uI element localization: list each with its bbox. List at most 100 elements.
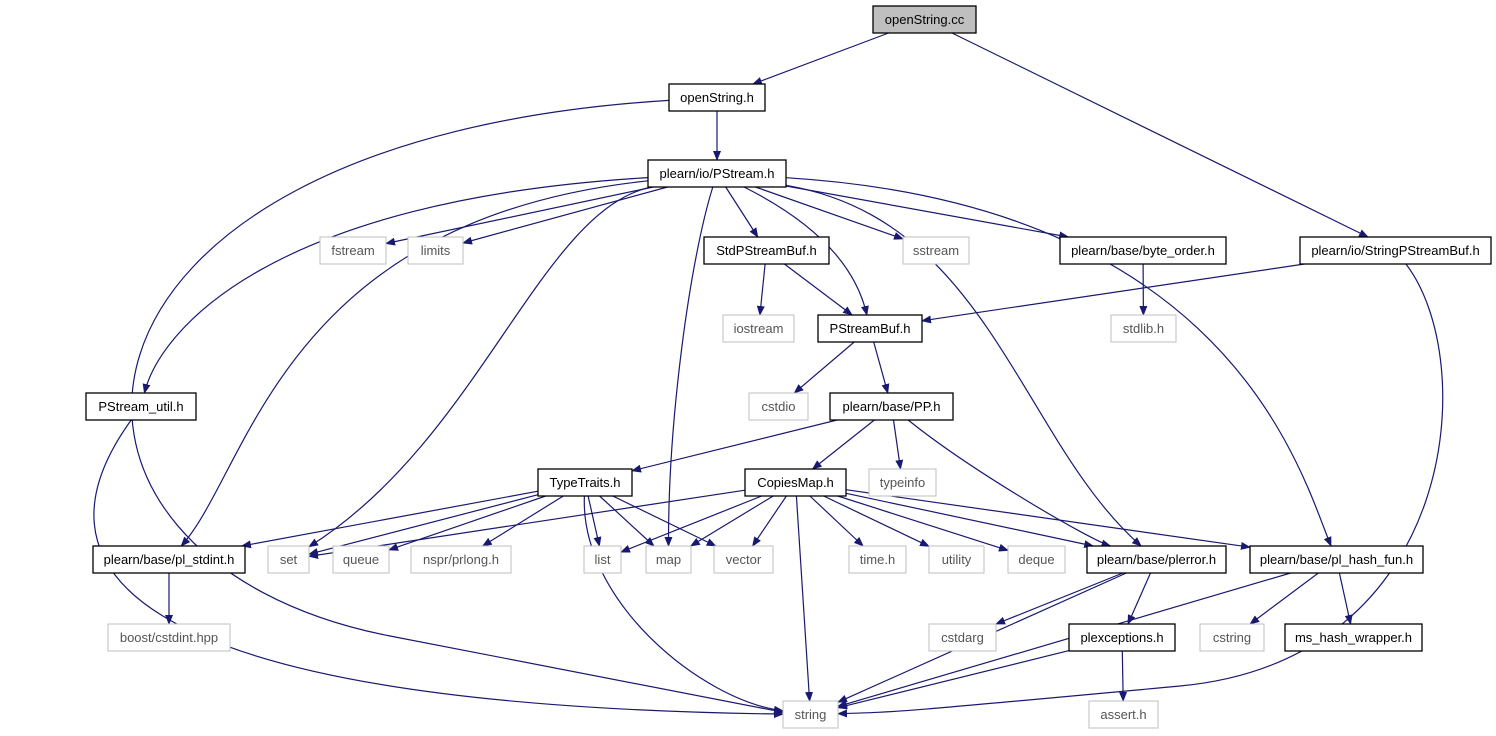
edge-stringPStreamBuf-to-string bbox=[837, 263, 1444, 718]
node-box bbox=[848, 545, 907, 574]
node-label: openString.h bbox=[680, 90, 754, 105]
node-box bbox=[1068, 623, 1176, 652]
node-cstdio: cstdio bbox=[748, 392, 809, 421]
node-box bbox=[829, 392, 954, 421]
node-plHashFun[interactable]: plearn/base/pl_hash_fun.h bbox=[1249, 545, 1424, 574]
node-box bbox=[703, 236, 830, 265]
node-cstdarg: cstdarg bbox=[928, 623, 997, 652]
node-box bbox=[713, 545, 774, 574]
edge-copiesMap-to-utility bbox=[823, 495, 930, 547]
edge-copiesMap-to-map bbox=[689, 495, 774, 547]
dependency-edges bbox=[93, 32, 1444, 718]
node-copiesMap[interactable]: CopiesMap.h bbox=[744, 468, 847, 497]
node-byteOrder[interactable]: plearn/base/byte_order.h bbox=[1059, 236, 1227, 265]
node-box bbox=[319, 236, 387, 265]
node-label: stdlib.h bbox=[1123, 321, 1164, 336]
node-box bbox=[107, 623, 231, 652]
edge-pp-to-plerror bbox=[907, 419, 1112, 548]
node-pstreamBufH[interactable]: PStreamBuf.h bbox=[817, 314, 923, 343]
edge-pstreamH-to-plHashFun bbox=[785, 177, 1332, 547]
node-pp[interactable]: plearn/base/PP.h bbox=[829, 392, 954, 421]
edge-pstreamH-to-set bbox=[308, 186, 652, 548]
node-box bbox=[85, 392, 197, 421]
edge-stdPStreamBuf-to-iostream bbox=[756, 263, 766, 316]
edge-pp-to-typeinfo bbox=[892, 419, 904, 470]
node-assertH: assert.h bbox=[1088, 700, 1159, 729]
node-fstream: fstream bbox=[319, 236, 387, 265]
node-plStdint[interactable]: plearn/base/pl_stdint.h bbox=[92, 545, 246, 574]
node-pstreamUtil[interactable]: PStream_util.h bbox=[85, 392, 197, 421]
node-stringPStreamBuf[interactable]: plearn/io/StringPStreamBuf.h bbox=[1299, 236, 1492, 265]
node-openStringCc[interactable]: openString.cc bbox=[872, 5, 977, 34]
edge-stdPStreamBuf-to-pstreamBufH bbox=[784, 263, 853, 316]
edge-copiesMap-to-list bbox=[620, 495, 762, 553]
edge-plHashFun-to-cstring bbox=[1249, 572, 1319, 625]
node-label: queue bbox=[343, 552, 379, 567]
node-msHashWrapper[interactable]: ms_hash_wrapper.h bbox=[1284, 623, 1423, 652]
edge-typeTraits-to-prlong bbox=[481, 495, 564, 547]
node-plexceptions[interactable]: plexceptions.h bbox=[1068, 623, 1176, 652]
node-box bbox=[748, 392, 809, 421]
edge-typeTraits-to-vector bbox=[612, 495, 717, 547]
edge-pstreamBufH-to-cstdio bbox=[793, 341, 855, 394]
edge-plerror-to-plexceptions bbox=[1127, 572, 1152, 625]
node-queue: queue bbox=[332, 545, 390, 574]
node-label: typeinfo bbox=[880, 475, 926, 490]
node-label: iostream bbox=[734, 321, 784, 336]
node-label: assert.h bbox=[1100, 707, 1146, 722]
edge-typeTraits-to-list bbox=[587, 495, 602, 547]
edge-copiesMap-to-deque bbox=[837, 495, 1009, 552]
edge-plHashFun-to-string bbox=[837, 572, 1291, 708]
node-iostream: iostream bbox=[722, 314, 795, 343]
node-label: plearn/base/byte_order.h bbox=[1071, 243, 1215, 258]
edge-typeTraits-to-string bbox=[583, 495, 784, 714]
node-sstream: sstream bbox=[902, 236, 970, 265]
node-openStringH[interactable]: openString.h bbox=[668, 83, 766, 112]
node-box bbox=[645, 545, 692, 574]
edge-typeTraits-to-map bbox=[599, 495, 655, 547]
node-label: time.h bbox=[860, 552, 895, 567]
edge-pstreamH-to-plerror bbox=[785, 184, 1142, 547]
node-box bbox=[872, 5, 977, 34]
edge-openStringCc-to-stringPStreamBuf bbox=[951, 32, 1369, 238]
node-label: utility bbox=[942, 552, 972, 567]
edge-copiesMap-to-plerror bbox=[845, 492, 1095, 549]
node-box bbox=[92, 545, 246, 574]
edge-openStringH-to-string bbox=[131, 99, 784, 716]
node-typeinfo: typeinfo bbox=[868, 468, 937, 497]
node-label: plearn/base/pl_hash_fun.h bbox=[1260, 552, 1413, 567]
edge-openStringCc-to-openStringH bbox=[751, 32, 889, 85]
node-vector: vector bbox=[713, 545, 774, 574]
node-box bbox=[1088, 700, 1159, 729]
node-utility: utility bbox=[928, 545, 985, 574]
edge-copiesMap-to-plHashFun bbox=[845, 489, 1251, 550]
node-set: set bbox=[267, 545, 310, 574]
node-label: StdPStreamBuf.h bbox=[716, 243, 816, 258]
edge-pstreamH-to-stdPStreamBuf bbox=[725, 186, 759, 238]
edge-pstreamH-to-fstream bbox=[385, 186, 654, 246]
node-label: plearn/base/PP.h bbox=[842, 399, 940, 414]
node-label: cstdio bbox=[762, 399, 796, 414]
node-box bbox=[722, 314, 795, 343]
node-stdPStreamBuf[interactable]: StdPStreamBuf.h bbox=[703, 236, 830, 265]
edge-pstreamH-to-sstream bbox=[755, 186, 904, 240]
node-box bbox=[902, 236, 970, 265]
edge-pstreamH-to-byteOrder bbox=[785, 185, 1070, 240]
node-box bbox=[267, 545, 310, 574]
edge-pstreamH-to-map bbox=[664, 186, 714, 547]
node-typeTraits[interactable]: TypeTraits.h bbox=[537, 468, 633, 497]
node-label: plearn/base/pl_stdint.h bbox=[104, 552, 235, 567]
node-cstring: cstring bbox=[1199, 623, 1265, 652]
node-stdlib: stdlib.h bbox=[1110, 314, 1177, 343]
node-pstreamH[interactable]: plearn/io/PStream.h bbox=[647, 159, 787, 188]
node-box bbox=[647, 159, 787, 188]
node-plerror[interactable]: plearn/base/plerror.h bbox=[1086, 545, 1227, 574]
node-label: set bbox=[280, 552, 298, 567]
node-box bbox=[868, 468, 937, 497]
node-label: PStream_util.h bbox=[98, 399, 183, 414]
edge-pstreamH-to-limits bbox=[462, 186, 668, 245]
edge-pstreamUtil-to-string bbox=[93, 419, 784, 718]
node-label: plearn/io/StringPStreamBuf.h bbox=[1311, 243, 1479, 258]
node-map: map bbox=[645, 545, 692, 574]
node-label: plearn/base/plerror.h bbox=[1097, 552, 1216, 567]
